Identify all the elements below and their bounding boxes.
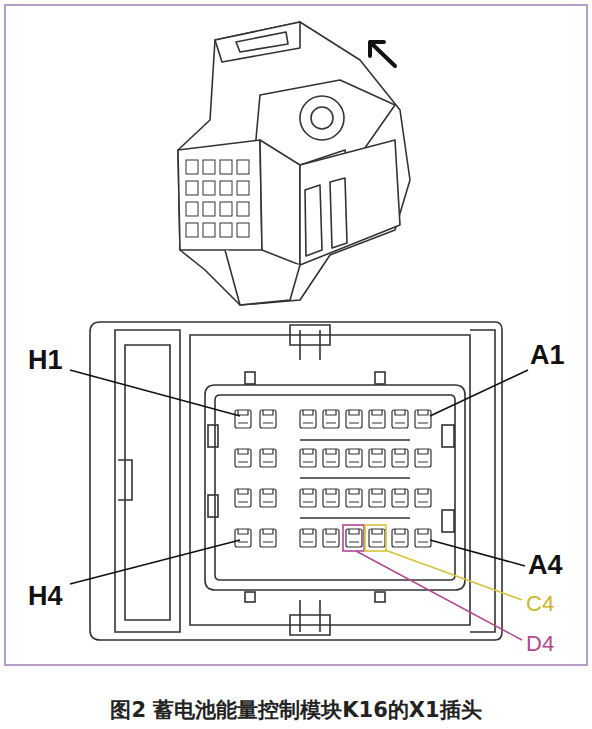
pin-cavity [415,489,431,507]
pin-cavity [415,449,431,467]
pin-contact [372,449,382,462]
mini-pin [186,160,198,174]
mini-pin [237,160,249,174]
mini-pin [203,202,215,216]
mini-pin [237,202,249,216]
pin-cavity [346,449,362,467]
pin-contact [418,529,428,542]
frame [5,5,587,665]
pin-cavity [369,410,385,428]
pin-contact [326,449,336,462]
pin-contact [326,489,336,502]
pin-cavity [346,489,362,507]
pin-label: A4 [528,552,563,579]
mini-pin [237,223,249,237]
pin-contact [395,489,405,502]
pin-cavity [392,529,408,547]
pin-contact [349,529,359,542]
pin-cavity [300,449,316,467]
pin-cavity [369,529,385,547]
pin-cavity [369,449,385,467]
mini-pin [220,223,232,237]
pin-contact [238,489,248,502]
pin-label: C4 [526,593,554,615]
pin-contact [326,529,336,542]
mini-pin [203,181,215,195]
pin-cavity [300,529,316,547]
c4-highlight [365,525,386,551]
pin-cavity [323,489,339,507]
pin-label: H4 [28,583,63,610]
mini-pin [186,202,198,216]
pin-contact [263,529,273,542]
d4-leader [356,551,522,640]
pin-cavity [323,529,339,547]
pin-cavity [235,489,251,507]
pin-label: H1 [28,347,63,374]
pin-contact [395,410,405,423]
mini-pin [220,160,232,174]
pin-cavity [260,489,276,507]
connector-front-view [90,322,502,640]
pin-cavities [235,410,431,547]
pin-contact [238,449,248,462]
pin-cavity [415,410,431,428]
leader-lines [70,370,528,584]
mini-pin [203,223,215,237]
pin-cavity [392,449,408,467]
mini-pin [237,181,249,195]
pin-label: A1 [530,342,565,369]
pin-contact [263,449,273,462]
pin-cavity [323,449,339,467]
pin-contact [303,489,313,502]
pin-contact [303,449,313,462]
pin-contact [418,410,428,423]
pin-contact [349,449,359,462]
pin-contact [418,449,428,462]
pin-cavity [392,489,408,507]
pin-cavity [260,410,276,428]
pin-contact [303,529,313,542]
pin-contact [349,410,359,423]
mini-pin [220,181,232,195]
pin-contact [349,489,359,502]
connector-perspective [178,22,410,305]
pin-contact [303,410,313,423]
mini-pin [220,202,232,216]
pin-cavity [369,489,385,507]
pin-contact [395,449,405,462]
pin-cavity [235,410,251,428]
pin-label: D4 [526,633,554,655]
pin-cavity [300,410,316,428]
pin-cavity [323,410,339,428]
pin-cavity [260,449,276,467]
pin-contact [372,489,382,502]
pin-contact [263,410,273,423]
pin-contact [395,529,405,542]
pin-cavity [346,529,362,547]
pin-cavity [392,410,408,428]
figure-caption: 图2 蓄电池能量控制模块K16的X1插头 [0,696,592,724]
pin-contact [418,489,428,502]
pin-cavity [346,410,362,428]
pin-cavity [235,449,251,467]
pin-contact [372,410,382,423]
pin-cavity [300,489,316,507]
pin-cavity [415,529,431,547]
c4-leader [385,550,522,600]
direction-arrow [370,42,395,66]
mini-pin [186,181,198,195]
pin-cavity [260,529,276,547]
pin-contact [326,410,336,423]
d4-highlight [343,525,364,551]
mini-pin [203,160,215,174]
mini-pin [186,223,198,237]
pin-contact [372,529,382,542]
pin-cavity [235,529,251,547]
pin-contact [263,489,273,502]
